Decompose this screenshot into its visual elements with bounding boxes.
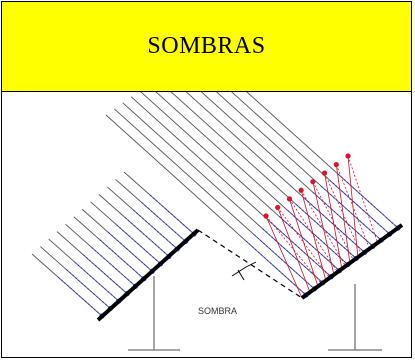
sun-ray-segment [99,239,145,280]
sun-ray-segment [320,185,382,241]
sun-ray [170,92,357,259]
header-banner: SOMBRAS [2,2,411,92]
reflected-arrowhead [298,187,304,193]
shadow-boundary-line [197,229,303,299]
reflected-rays-right-panel [263,153,379,299]
right-solar-panel [300,223,404,300]
sun-ray [185,92,365,253]
sun-ray [140,92,340,271]
sun-ray [155,92,349,265]
reflected-ray [347,155,359,259]
sun-ray-segment [312,191,374,247]
sun-ray [130,96,332,278]
sun-ray [200,92,374,247]
sun-ray [105,114,307,296]
reflected-ray [265,215,303,299]
reflected-arrowhead [310,179,316,185]
sun-ray-segment [287,210,349,265]
shadow-distance-tick [237,269,245,281]
sun-ray-segment [270,222,332,278]
reflected-ray [335,164,351,264]
sun-ray-segment [66,269,111,309]
sun-ray-segment [149,194,195,235]
reflected-arrowhead [286,196,293,202]
sun-ray [114,108,315,290]
sun-rays-left-panel [31,171,197,319]
sun-ray-segment [132,209,178,250]
diagram-area: SOMBRA [2,92,411,358]
sun-ray [231,92,390,235]
sun-ray [246,92,399,229]
sun-ray-segment [262,228,324,284]
reflected-ray [289,198,319,287]
sun-ray-segment [91,246,136,287]
shadow-leader-line [245,261,257,268]
reflected-arrowhead [321,170,328,176]
sun-ray-segment [245,240,307,296]
page-title: SOMBRAS [147,33,266,59]
shadow-label: SOMBRA [198,306,237,316]
sun-ray [122,102,324,284]
reflected-ray-return [347,155,379,245]
reflected-arrowhead [333,161,339,168]
reflected-ray [277,207,311,293]
reflected-arrowhead [345,153,351,159]
sun-ray [215,92,382,241]
sun-ray-segment [141,202,186,242]
sun-ray-segment [337,173,399,229]
sun-ray-segment [57,276,103,317]
sun-ray-segment [74,261,120,302]
sun-ray-segment [124,217,170,257]
sun-ray-segment [107,231,153,272]
sun-ray-segment [116,224,161,265]
sun-ray-segment [329,179,390,235]
reflected-arrowhead [263,213,269,219]
reflected-ray [300,190,327,281]
reflected-ray [312,181,335,276]
sun-ray-segment [295,204,357,259]
sun-ray-segment [82,254,128,294]
sun-ray-segment [279,216,340,271]
sun-ray-segment [304,198,365,253]
solar-shadow-diagram: SOMBRA [31,92,404,351]
sun-rays-right-panel [105,92,401,298]
left-solar-panel [96,228,200,322]
reflected-arrowhead [275,204,281,211]
reflected-ray [324,173,343,270]
sun-ray-segment [254,234,315,290]
